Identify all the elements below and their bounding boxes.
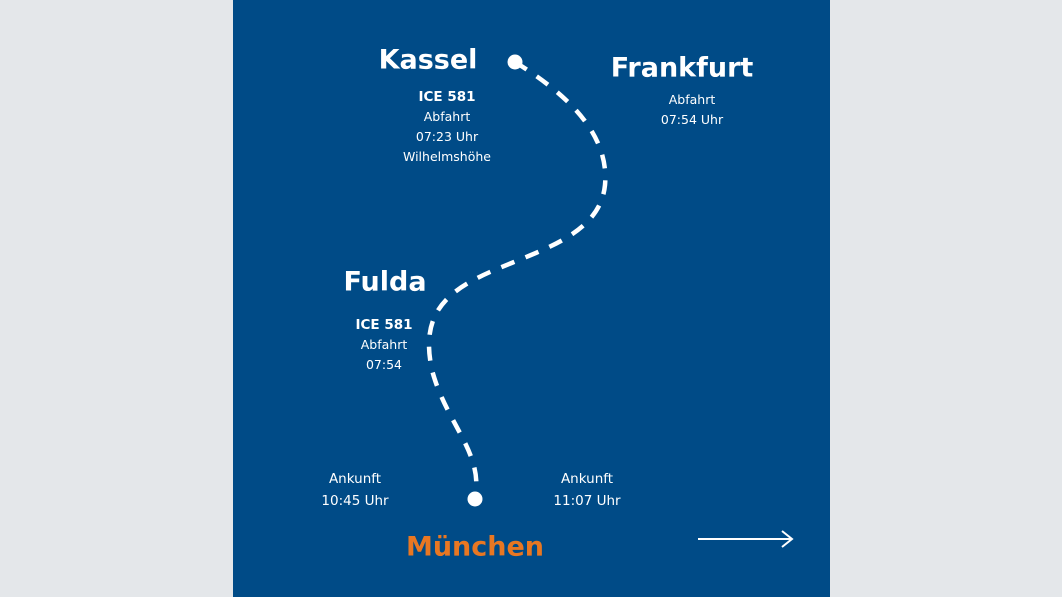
kassel-label: Abfahrt (423, 109, 471, 124)
kassel-detail: Wilhelmshöhe (403, 149, 491, 164)
arrival-right-label: Ankunft (560, 471, 614, 487)
kassel-info: ICE 581 Abfahrt 07:23 Uhr Wilhelmshöhe (403, 87, 491, 167)
muenchen-stop-dot (467, 491, 483, 507)
station-muenchen: München (405, 531, 545, 563)
fulda-label: Abfahrt (360, 337, 408, 352)
kassel-train: ICE 581 (418, 89, 476, 105)
route-panel (233, 0, 830, 597)
station-fulda: Fulda (343, 266, 427, 298)
arrival-right: Ankunft 11:07 Uhr (553, 468, 620, 512)
station-frankfurt: Frankfurt (610, 52, 754, 84)
arrival-left-label: Ankunft (328, 471, 382, 487)
fulda-info: ICE 581 Abfahrt 07:54 (355, 315, 412, 375)
fulda-train: ICE 581 (355, 317, 413, 333)
kassel-stop-dot (507, 54, 523, 70)
frankfurt-info: Abfahrt 07:54 Uhr (661, 90, 723, 130)
arrival-left: Ankunft 10:45 Uhr (321, 468, 388, 512)
frankfurt-time: 07:54 Uhr (660, 112, 724, 127)
arrival-right-time: 11:07 Uhr (553, 493, 621, 509)
kassel-time: 07:23 Uhr (415, 129, 479, 144)
arrow-right-icon[interactable] (698, 530, 794, 548)
arrival-left-time: 10:45 Uhr (321, 493, 389, 509)
station-kassel: Kassel (378, 44, 478, 76)
route-dashed-line (426, 60, 608, 491)
frankfurt-label: Abfahrt (668, 92, 716, 107)
fulda-time: 07:54 (365, 357, 403, 372)
